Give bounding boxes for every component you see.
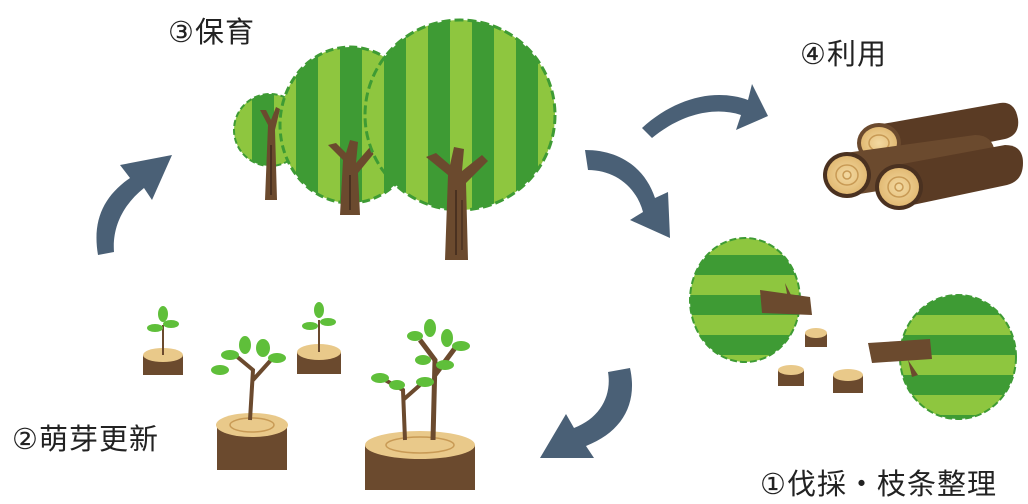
arrow-down-to-felling (585, 150, 670, 238)
arrow-right-to-use (642, 84, 768, 138)
arrow-up-right (96, 155, 172, 255)
arrow-down-left-to-coppice (540, 368, 632, 458)
